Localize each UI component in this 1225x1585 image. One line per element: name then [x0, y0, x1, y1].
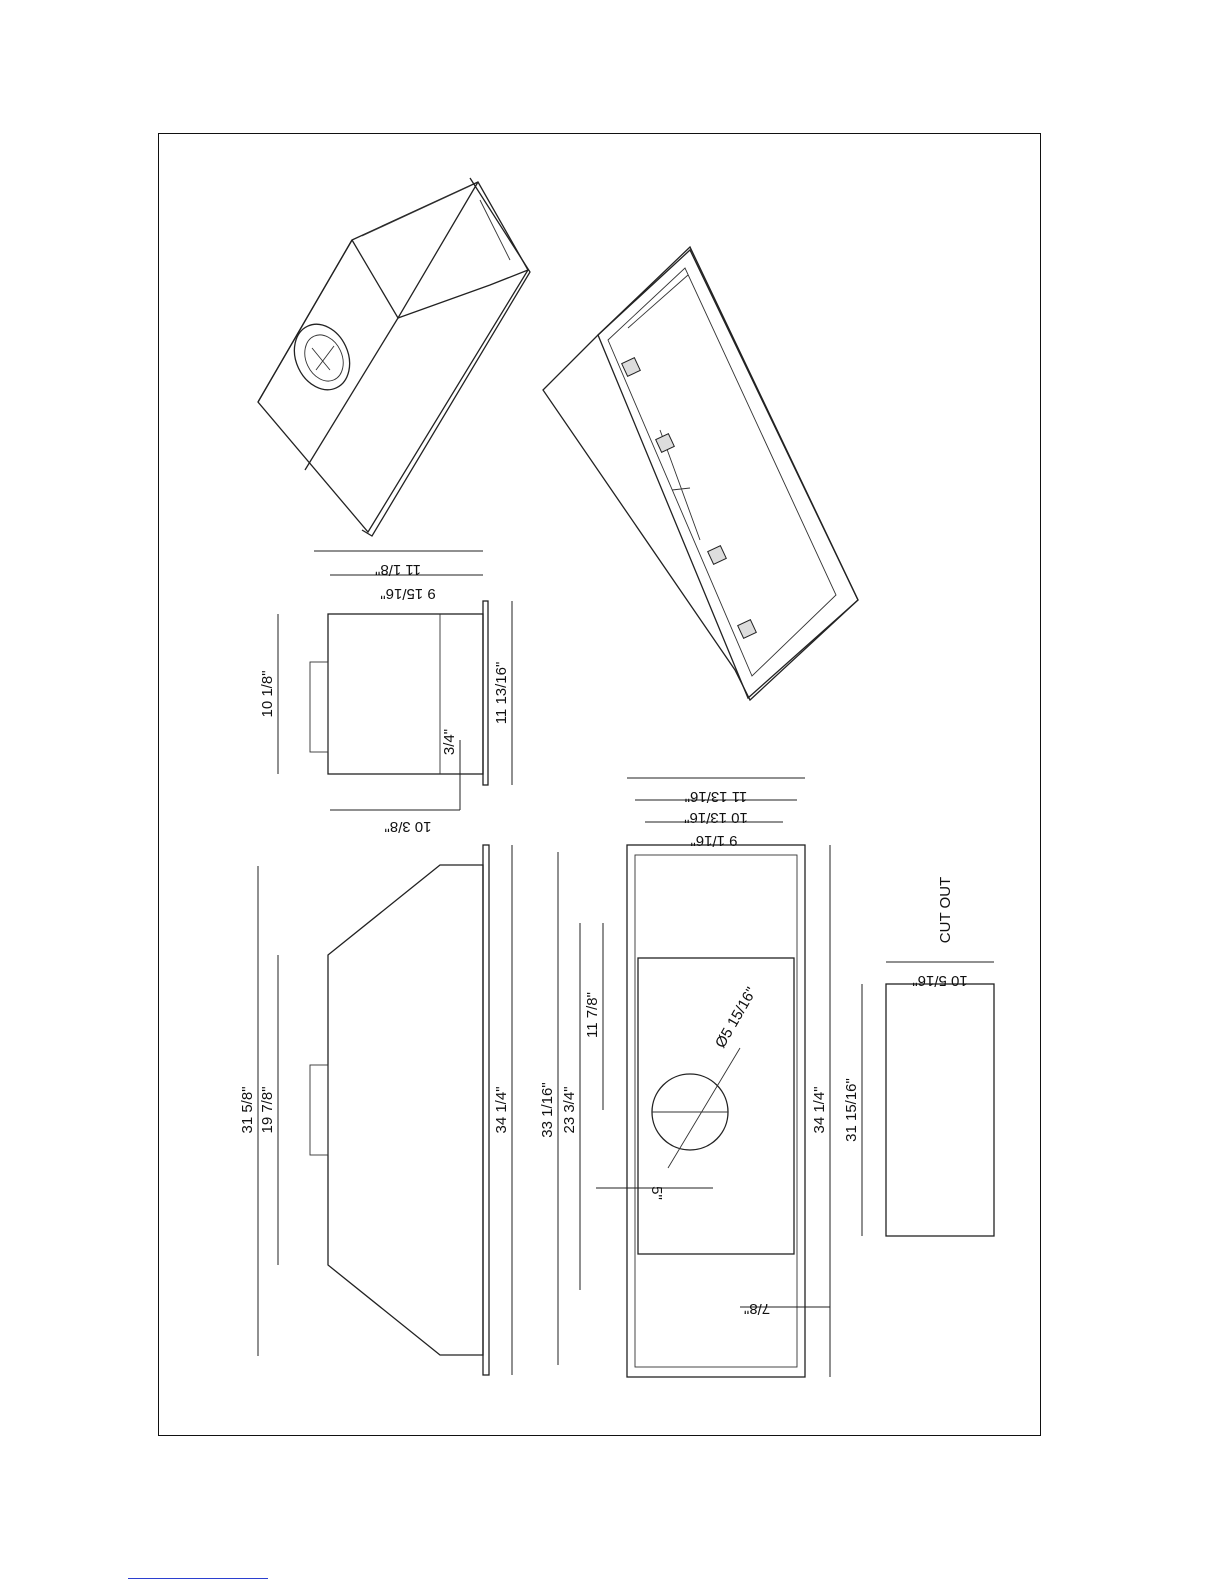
cut-out-view: [862, 962, 994, 1236]
dim-width-outer: 11 13/16": [685, 788, 748, 805]
dim-length-left: 33 1/16": [539, 1082, 556, 1137]
dim-length-right: 34 1/4": [811, 1086, 828, 1133]
dim-outer-length: 31 5/8": [239, 1086, 256, 1133]
dim-cutout-width: 10 5/16": [912, 972, 967, 989]
dim-flange: 3/4": [441, 729, 458, 755]
footer-link-underline: [128, 1578, 268, 1579]
dim-width-mid: 10 13/16": [684, 809, 748, 826]
dim-width-inner: 9 1/16": [690, 832, 737, 849]
dim-body-depth: 9 15/16": [380, 585, 435, 602]
cut-out-label: CUT OUT: [937, 877, 954, 943]
side-view-long: [258, 845, 512, 1375]
dim-flange-length: 34 1/4": [493, 1086, 510, 1133]
dim-duct-diameter: Ø5 15/16": [712, 984, 760, 1051]
isometric-view-top: [258, 178, 530, 536]
dim-cutout-length: 31 15/16": [843, 1078, 860, 1142]
dim-height-right: 11 13/16": [493, 662, 510, 725]
dim-offset: 11 7/8": [584, 992, 601, 1038]
dim-inner-length: 19 7/8": [259, 1086, 276, 1133]
dim-length-inner: 23 3/4": [561, 1086, 578, 1133]
isometric-view-right: [543, 247, 858, 700]
dim-duct-offset: 5": [648, 1186, 665, 1200]
dim-overall-depth: 11 1/8": [375, 561, 421, 578]
dim-margin: 7/8": [744, 1300, 770, 1317]
dim-bottom-depth: 10 3/8": [384, 818, 431, 835]
dim-height-left: 10 1/8": [259, 670, 276, 717]
bottom-view: [558, 778, 830, 1377]
